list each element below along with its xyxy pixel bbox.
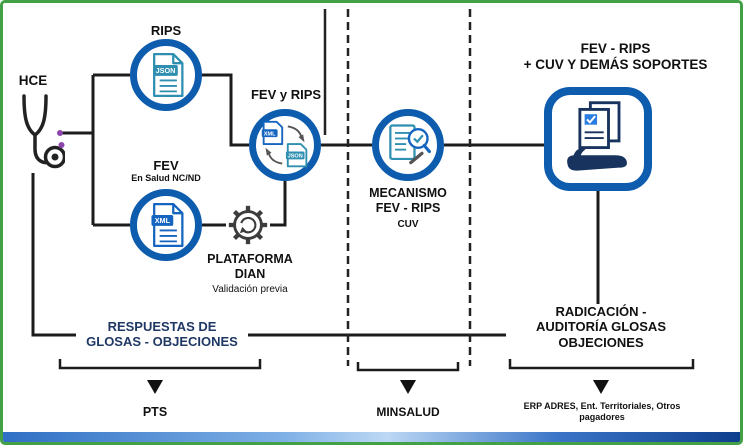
pts-label: PTS <box>142 405 168 419</box>
stethoscope-icon <box>22 94 65 169</box>
json-document-icon: JSON <box>153 52 184 98</box>
pagadores-label: ERP ADRES, Ent. Territoriales, Otros pag… <box>511 401 693 422</box>
json-badge: JSON <box>288 154 303 160</box>
mecanismo-label: MECANISMO FEV - RIPS CUV <box>360 186 456 230</box>
soportes-label: FEV - RIPS + CUV Y DEMÁS SOPORTES <box>498 41 733 73</box>
rips-node: JSON <box>130 39 202 111</box>
radicacion-line1: RADICACIÓN - <box>555 304 647 319</box>
hand-documents-icon <box>567 101 627 171</box>
down-arrow-icon <box>593 380 609 394</box>
fev-node: XML <box>130 189 202 261</box>
bottom-braces <box>58 359 695 372</box>
flow-lines <box>31 73 600 337</box>
dian-title-line1: PLATAFORMA <box>207 252 293 266</box>
fev-title: FEV <box>153 158 179 173</box>
down-arrow-icon <box>400 380 416 394</box>
mecanismo-title-line2: FEV - RIPS <box>375 200 441 215</box>
mecanismo-node <box>372 109 444 181</box>
fev-y-rips-label: FEV y RIPS <box>250 87 322 102</box>
review-document-icon <box>389 124 431 165</box>
respuestas-label: RESPUESTAS DE GLOSAS - OBJECIONES <box>76 319 248 350</box>
minsalud-label: MINSALUD <box>376 405 440 419</box>
rips-label: RIPS <box>150 23 182 38</box>
pagadores-line2: pagadores <box>579 411 625 422</box>
gear-validation-icon <box>228 205 268 245</box>
section-dividers-dashed <box>346 9 472 366</box>
xml-document-icon: XML <box>151 202 184 248</box>
mecanismo-subtitle: CUV <box>397 218 419 230</box>
down-arrow-icon <box>147 380 163 394</box>
json-badge: JSON <box>156 66 176 75</box>
dian-subtitle: Validación previa <box>212 283 288 295</box>
bottom-gradient-bar <box>3 432 740 442</box>
xml-badge: XML <box>155 216 171 225</box>
fev-label: FEV En Salud NC/ND <box>123 158 209 184</box>
respuestas-line2: GLOSAS - OBJECIONES <box>86 334 238 350</box>
radicacion-line2: AUDITORÍA GLOSAS <box>535 319 666 335</box>
pagadores-line1: ERP ADRES, Ent. Territoriales, Otros <box>523 401 681 411</box>
soportes-title-line1: FEV - RIPS <box>580 41 651 56</box>
xml-to-json-convert-icon: XML JSON <box>261 120 308 168</box>
radicacion-label: RADICACIÓN - AUDITORÍA GLOSAS OBJECIONES <box>506 304 696 350</box>
soportes-node <box>544 87 652 191</box>
hce-label: HCE <box>18 73 48 88</box>
respuestas-line1: RESPUESTAS DE <box>107 319 217 334</box>
xml-badge: XML <box>264 131 276 137</box>
soportes-title-line2: + CUV Y DEMÁS SOPORTES <box>523 56 708 72</box>
dian-title-line2: DIAN <box>234 266 266 281</box>
plataforma-dian-label: PLATAFORMA DIAN Validación previa <box>201 252 299 295</box>
fev-subtitle: En Salud NC/ND <box>131 173 201 184</box>
fev-y-rips-node: XML JSON <box>249 109 321 181</box>
mecanismo-title-line1: MECANISMO <box>369 186 447 200</box>
connector-lines <box>31 9 695 394</box>
radicacion-line3: OBJECIONES <box>558 334 644 350</box>
